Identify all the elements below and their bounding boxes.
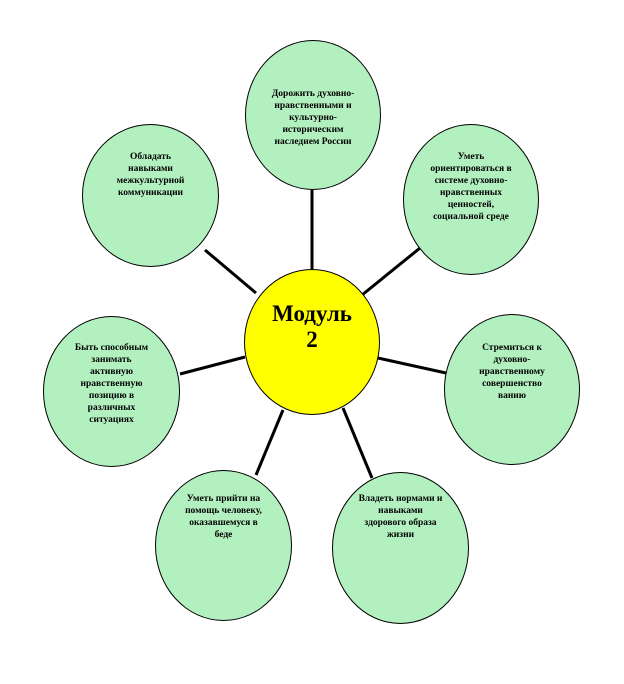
node-health-label: Владеть нормами и навыками здорового обр… [358,494,443,540]
connector-values [361,246,421,297]
connector-help [254,409,285,476]
node-values: Уметь ориентироваться в системе духовно-… [403,124,539,275]
node-help-label: Уметь прийти на помощь человеку, оказавш… [185,494,262,540]
center-node: Модуль 2 [244,269,380,415]
connector-perfection [377,356,447,375]
node-perfection: Стремиться к духовно- нравственному сове… [444,314,580,465]
node-heritage: Дорожить духовно- нравственными и культу… [245,40,381,190]
node-health: Владеть нормами и навыками здорового обр… [332,472,469,624]
connector-intercultural [204,248,257,295]
connector-position [179,355,246,376]
node-perfection-label: Стремиться к духовно- нравственному сове… [479,343,545,401]
node-position: Быть способным занимать активную нравств… [43,316,180,467]
node-position-label: Быть способным занимать активную нравств… [74,343,149,425]
node-help: Уметь прийти на помощь человеку, оказавш… [155,470,292,621]
connector-health [341,407,374,479]
center-label: Модуль 2 [272,301,352,352]
node-heritage-label: Дорожить духовно- нравственными и культу… [271,89,355,147]
node-intercultural-label: Обладать навыками межкультурной коммуник… [116,152,185,198]
node-values-label: Уметь ориентироваться в системе духовно-… [430,152,512,222]
node-intercultural: Обладать навыками межкультурной коммуник… [82,124,219,267]
